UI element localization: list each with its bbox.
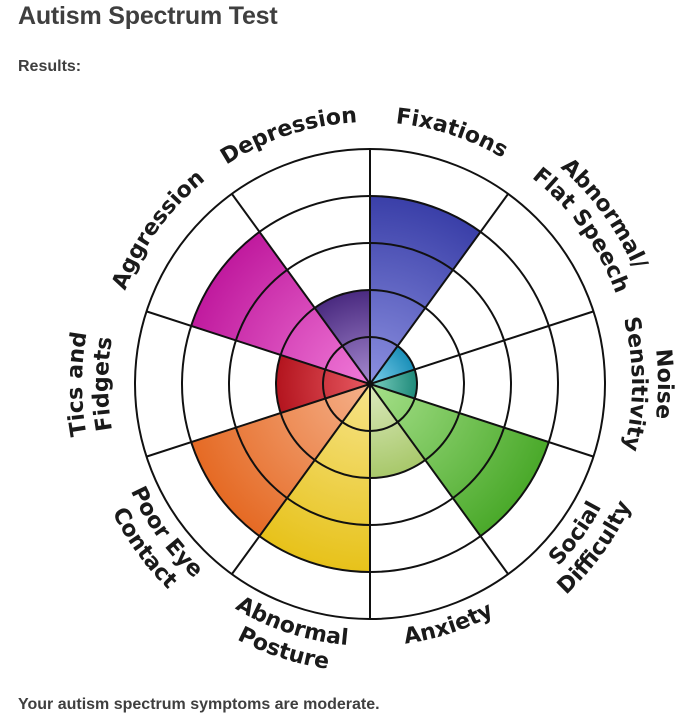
category-label-depression: Depression <box>216 103 357 170</box>
grid-spoke <box>146 383 371 458</box>
wedge-depression <box>314 290 370 384</box>
wedge-social-difficulty <box>370 384 549 537</box>
category-label-noise-sensitivity: Noise <box>650 348 677 420</box>
category-label-tics-and-fidgets: Fidgets <box>89 335 118 433</box>
grid-spoke <box>369 383 594 458</box>
category-label-noise-sensitivity: Sensitivity <box>618 314 651 453</box>
chart-wedges <box>191 196 549 572</box>
wedge-poor-eye-contact <box>191 384 370 537</box>
wedge-abnormal-flat-speech <box>370 345 415 384</box>
result-summary: Your autism spectrum symptoms are modera… <box>18 696 380 713</box>
wedge-fixations <box>370 196 481 384</box>
wedge-aggression <box>191 231 370 384</box>
category-label-tics-and-fidgets: Tics and <box>63 330 92 438</box>
wedge-anxiety <box>370 384 426 479</box>
grid-spoke <box>369 193 509 385</box>
grid-spoke <box>146 310 371 385</box>
chart-grid <box>134 148 606 620</box>
category-label-fixations: Fixations <box>395 104 512 163</box>
grid-spoke <box>231 193 371 385</box>
grid-spoke <box>369 383 509 575</box>
wedge-noise-sensitivity <box>370 369 417 399</box>
page-title: Autism Spectrum Test <box>18 2 278 30</box>
grid-spoke <box>231 383 371 575</box>
wedge-abnormal-posture <box>259 384 370 572</box>
results-heading: Results: <box>18 58 82 75</box>
grid-spoke <box>369 310 594 385</box>
